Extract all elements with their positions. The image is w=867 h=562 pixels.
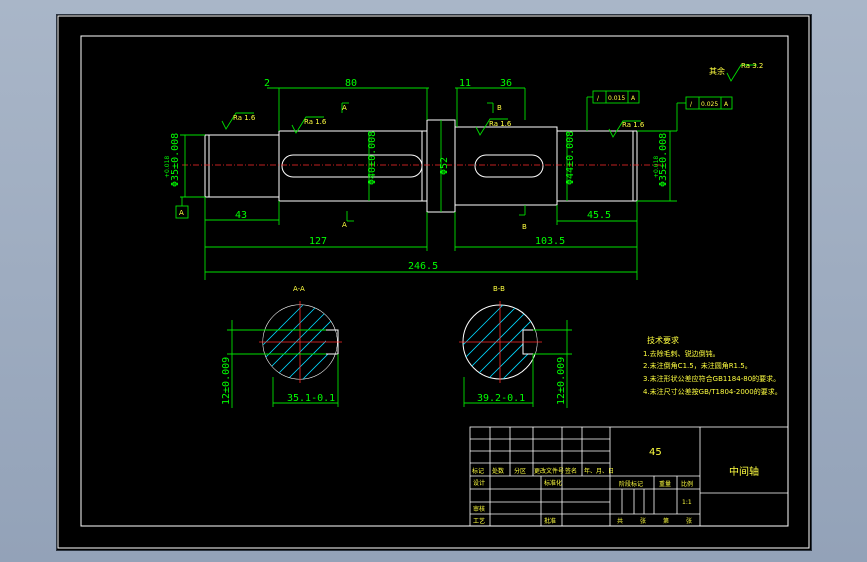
outer-frame [57, 15, 810, 549]
tb-process: 工艺 [473, 517, 485, 525]
tb-h3: 分区 [514, 467, 526, 475]
title-block [469, 426, 789, 527]
tol2-val: 0.025 [701, 101, 718, 108]
dim-80: 80 [345, 78, 357, 89]
dim-sec-b-width: 39.2-0.1 [477, 393, 525, 404]
drawing-viewport[interactable]: 2 80 11 36 43 127 103.5 246.5 45.5 Φ35±0… [56, 14, 812, 551]
tb-stage: 阶段标记 [619, 480, 643, 488]
tol1-val: 0.015 [608, 95, 625, 102]
shaft-outline [204, 119, 638, 213]
tol2-datum: A [724, 101, 729, 108]
dim-43: 43 [235, 210, 247, 221]
dim-127: 127 [309, 236, 327, 247]
dim-phi40: Φ40±0.008 [367, 131, 378, 185]
note-3: 3.未注形状公差应符合GB1184-80的要求。 [643, 374, 780, 383]
note-2: 2.未注倒角C1.5，未注圆角R1.5。 [643, 361, 752, 370]
cad-drawing: 2 80 11 36 43 127 103.5 246.5 45.5 Φ35±0… [57, 15, 810, 549]
dim-phi35-left: Φ35±0.008 [170, 133, 181, 187]
tb-sheet-4: 张 [686, 517, 692, 525]
section-b-b [459, 301, 572, 408]
dim-phi35-right: Φ35±0.008 [658, 133, 669, 187]
dim-phi35-left-tol: +0.018 [164, 156, 171, 178]
tb-std: 标准化 [544, 479, 562, 487]
dim-sec-a-width: 35.1-0.1 [287, 393, 335, 404]
tb-h1: 标记 [472, 467, 484, 475]
dim-phi52: Φ52 [439, 157, 450, 175]
tb-scale: 1:1 [682, 499, 692, 506]
tol1-datum: A [631, 95, 636, 102]
ra-label-4: Ra 1.6 [622, 121, 645, 129]
dim-sec-a-height: 12±0.009 [221, 357, 232, 405]
part-name: 中间轴 [729, 465, 759, 478]
dim-2: 2 [264, 78, 270, 89]
cut-B-bot: B [522, 223, 527, 231]
dim-246-5: 246.5 [408, 261, 438, 272]
tb-h4: 更改文件号 [534, 467, 564, 475]
dim-36: 36 [500, 78, 512, 89]
tb-sheet-3: 第 [663, 517, 669, 525]
tb-h6: 年、月、日 [584, 467, 614, 475]
dim-11: 11 [459, 78, 471, 89]
ra-label-1: Ra 1.6 [233, 114, 256, 122]
tb-h5: 签名 [565, 467, 577, 475]
ra-label-3: Ra 1.6 [489, 120, 512, 128]
datum-A: A [179, 209, 184, 217]
section-a-a [227, 301, 342, 408]
technical-notes: 技术要求 1.去除毛刺、锐边倒钝。 2.未注倒角C1.5，未注圆角R1.5。 3… [643, 335, 782, 396]
cut-A-bot: A [342, 221, 347, 229]
dim-45-5: 45.5 [587, 210, 611, 221]
ra-label-2: Ra 1.6 [304, 118, 327, 126]
tb-weight: 重量 [659, 480, 671, 488]
cut-A-top: A [342, 104, 347, 112]
tb-sheet-2: 张 [640, 517, 646, 525]
dim-103-5: 103.5 [535, 236, 565, 247]
tol1-sym: / [597, 95, 600, 102]
tb-sheet-1: 共 [617, 517, 623, 525]
dim-lines [175, 64, 757, 280]
cut-B-top: B [497, 104, 502, 112]
dim-phi44: Φ44±0.008 [565, 131, 576, 185]
tb-approve: 批准 [544, 517, 556, 525]
tb-design: 设计 [473, 479, 485, 487]
notes-title: 技术要求 [647, 335, 679, 345]
section-b-title: B-B [493, 285, 505, 293]
dim-phi35-right-tol: +0.018 [653, 156, 660, 178]
dim-sec-b-height: 12±0.009 [556, 357, 567, 405]
note-1: 1.去除毛刺、锐边倒钝。 [643, 349, 720, 358]
inner-frame [80, 35, 789, 527]
tb-ratio: 比例 [681, 480, 693, 488]
ra-32-label: Ra 3.2 [741, 62, 763, 70]
rest-label: 其余 [709, 66, 725, 76]
tb-review: 审核 [473, 505, 485, 513]
section-a-title: A-A [293, 285, 305, 293]
tol2-sym: / [690, 101, 693, 108]
material-cell: 45 [649, 447, 662, 458]
tb-h2: 处数 [492, 467, 504, 475]
note-4: 4.未注尺寸公差按GB/T1804-2000的要求。 [643, 387, 782, 396]
